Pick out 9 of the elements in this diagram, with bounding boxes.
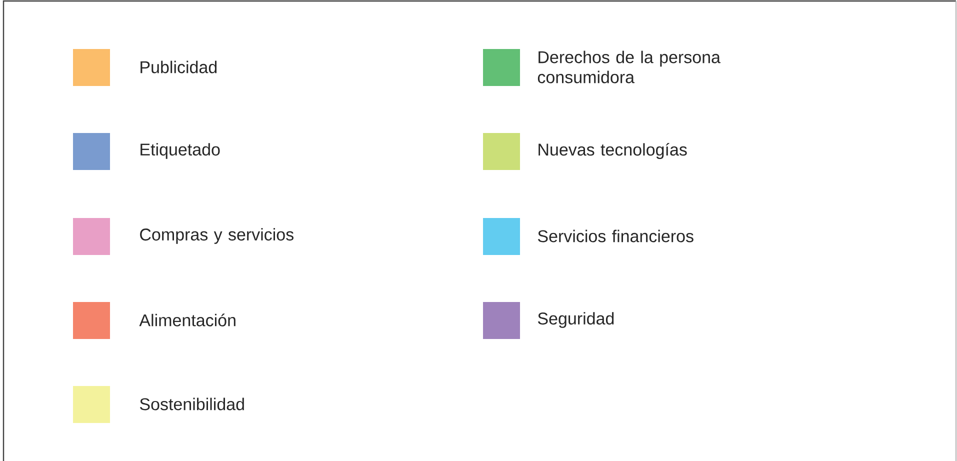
legend-label: Compras y servicios (140, 228, 294, 244)
legend-label: Alimentación (139, 314, 236, 326)
legend-label: Etiquetado (140, 143, 220, 159)
legend-label: Seguridad (538, 312, 614, 328)
legend-label: Servicios financieros (538, 230, 694, 242)
legend-label: Nuevas tecnologías (538, 142, 687, 160)
legend-label: Derechos de la persona consumidora (538, 50, 720, 84)
legend-label: Sostenibilidad (140, 398, 244, 410)
legend-label: Publicidad (140, 60, 217, 74)
